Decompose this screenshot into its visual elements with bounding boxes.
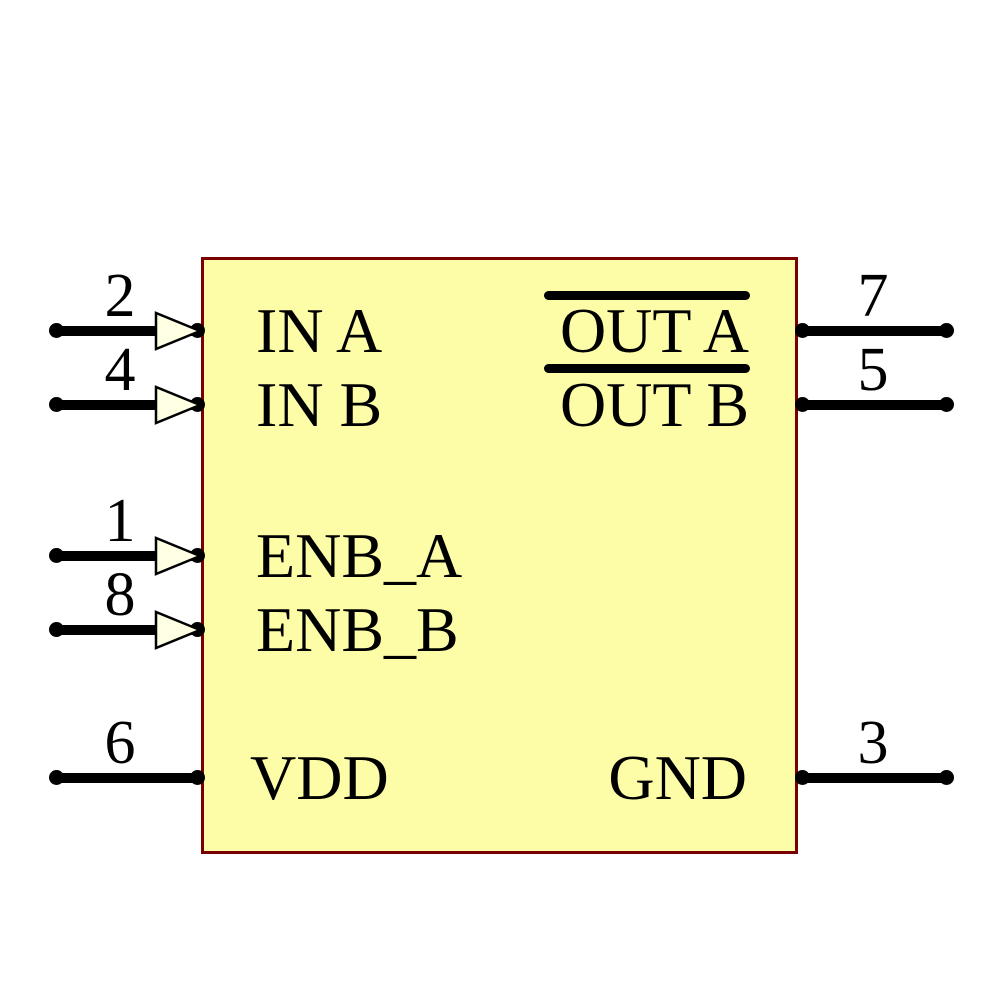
pin-end-dot (795, 397, 810, 412)
pin-number: 5 (857, 336, 889, 404)
pin-label-out-b: OUT B (559, 369, 749, 440)
input-arrow-icon (154, 536, 202, 576)
pin-label-enb-a: ENB_A (256, 520, 463, 591)
pin-number: 6 (104, 709, 136, 777)
pin-wire-enb-a[interactable] (51, 551, 202, 561)
pin-end-dot (49, 397, 64, 412)
pin-label-enb-b: ENB_B (256, 594, 459, 665)
pin-end-dot (49, 622, 64, 637)
pin-end-dot (939, 323, 954, 338)
pin-end-dot (795, 323, 810, 338)
pin-end-dot (795, 770, 810, 785)
pin-number: 7 (857, 262, 889, 330)
pin-end-dot (190, 770, 205, 785)
pin-wire-vdd[interactable] (51, 773, 202, 783)
pin-label-gnd: GND (608, 742, 747, 813)
input-arrow-icon (154, 385, 202, 425)
pin-wire-gnd[interactable] (796, 773, 953, 783)
pin-label-in-b: IN B (256, 369, 383, 440)
pin-wire-out-b[interactable] (796, 400, 953, 410)
pin-end-dot (49, 770, 64, 785)
active-low-overline-out-b (544, 364, 750, 373)
pin-end-dot (939, 397, 954, 412)
pin-end-dot (939, 770, 954, 785)
pin-label-in-a: IN A (256, 295, 383, 366)
pin-number: 1 (104, 487, 136, 555)
pin-wire-out-a[interactable] (796, 326, 953, 336)
pin-number: 4 (104, 336, 136, 404)
ic-body[interactable] (201, 257, 798, 854)
pin-wire-in-a[interactable] (51, 326, 202, 336)
input-arrow-icon (154, 311, 202, 351)
pin-wire-in-b[interactable] (51, 400, 202, 410)
pin-label-vdd: VDD (250, 742, 389, 813)
pin-number: 8 (104, 561, 136, 629)
pin-wire-enb-b[interactable] (51, 625, 202, 635)
pin-number: 2 (104, 262, 136, 330)
pin-number: 3 (857, 709, 889, 777)
pin-label-out-a: OUT A (559, 295, 749, 366)
pin-end-dot (49, 548, 64, 563)
pin-end-dot (49, 323, 64, 338)
input-arrow-icon (154, 610, 202, 650)
active-low-overline-out-a (544, 291, 750, 300)
